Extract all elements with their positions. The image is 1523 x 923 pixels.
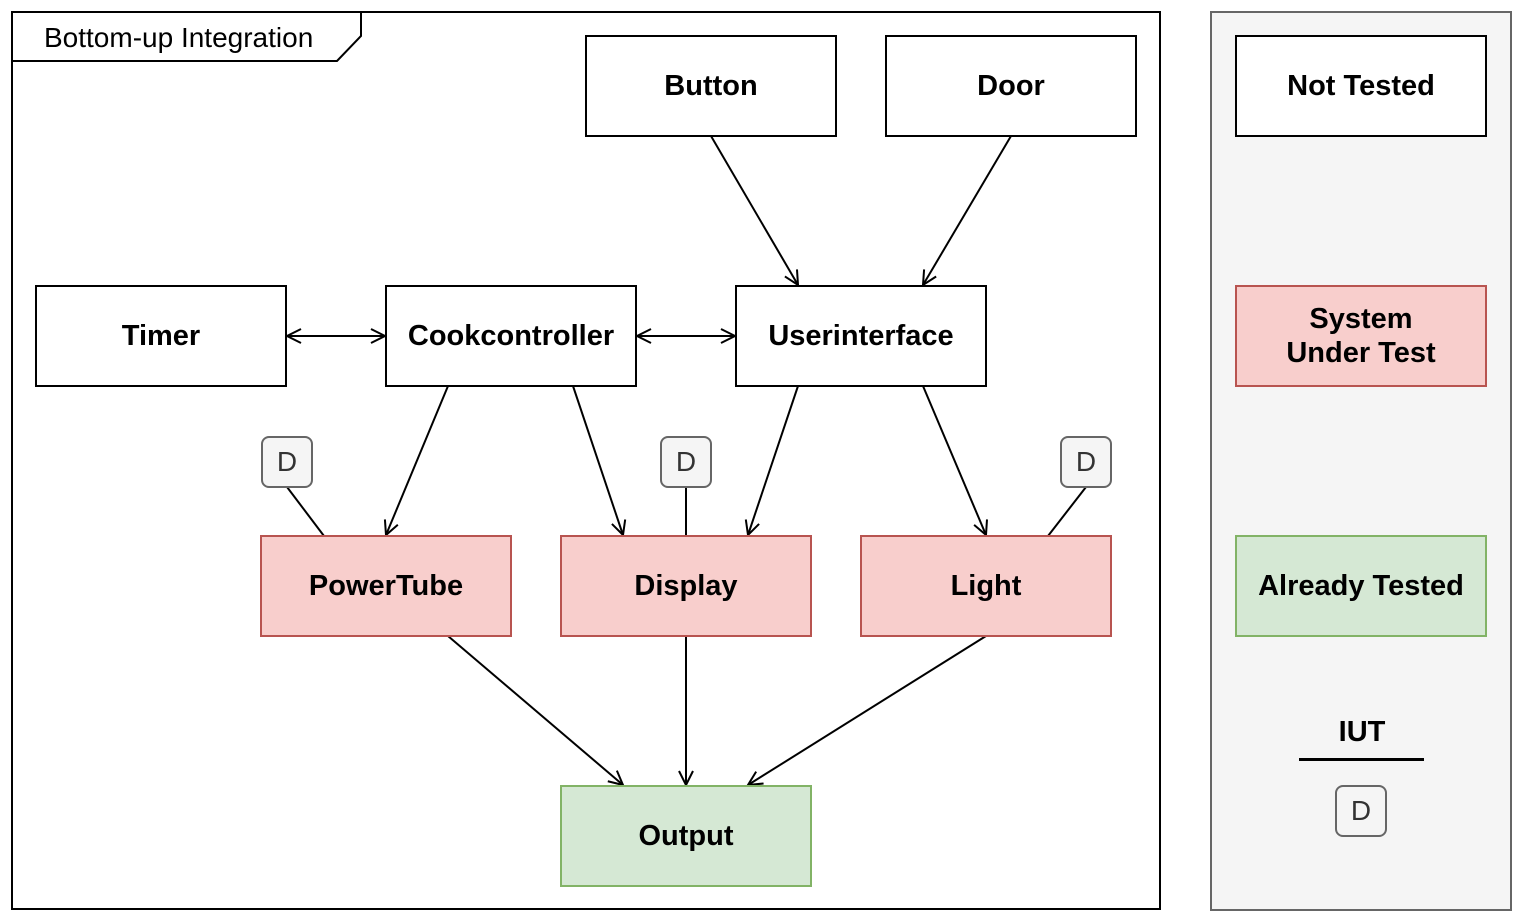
legend-system-under-test: System Under Test bbox=[1235, 285, 1487, 387]
legend-panel bbox=[1210, 11, 1512, 911]
driver-link-light bbox=[1047, 486, 1087, 537]
frame-title-tab bbox=[12, 12, 362, 62]
driver-powertube: D bbox=[261, 436, 313, 488]
node-display: Display bbox=[560, 535, 812, 637]
node-powertube: PowerTube bbox=[260, 535, 512, 637]
edge-powertube-output bbox=[447, 635, 623, 785]
node-userinterface: Userinterface bbox=[735, 285, 987, 387]
node-timer: Timer bbox=[35, 285, 287, 387]
node-light: Light bbox=[860, 535, 1112, 637]
edge-userinterface-light bbox=[922, 385, 986, 535]
diagram-frame bbox=[11, 11, 1161, 910]
edge-light-output bbox=[748, 635, 987, 785]
legend-driver: D bbox=[1335, 785, 1387, 837]
driver-display: D bbox=[660, 436, 712, 488]
edge-door-userinterface bbox=[923, 135, 1012, 285]
edge-cookcontroller-display bbox=[572, 385, 623, 535]
driver-light: D bbox=[1060, 436, 1112, 488]
legend-already-tested: Already Tested bbox=[1235, 535, 1487, 637]
node-door: Door bbox=[885, 35, 1137, 137]
node-cookcontroller: Cookcontroller bbox=[385, 285, 637, 387]
legend-not-tested: Not Tested bbox=[1235, 35, 1487, 137]
frame-title: Bottom-up Integration bbox=[44, 22, 314, 53]
node-output: Output bbox=[560, 785, 812, 887]
driver-link-powertube bbox=[286, 486, 325, 537]
edge-userinterface-display bbox=[748, 385, 799, 535]
node-button: Button bbox=[585, 35, 837, 137]
legend-iut-divider bbox=[1299, 758, 1424, 761]
legend-iut-label: IUT bbox=[1338, 716, 1386, 748]
edge-cookcontroller-powertube bbox=[386, 385, 449, 535]
edge-button-userinterface bbox=[710, 135, 798, 285]
